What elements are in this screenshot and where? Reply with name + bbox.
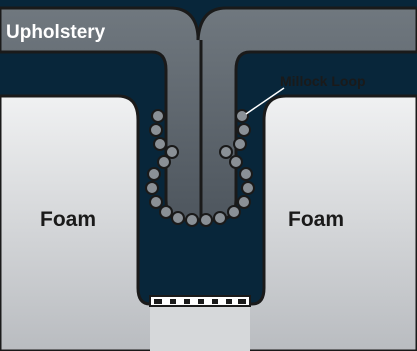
millock-loop-label: Millock Loop [280,73,366,89]
bead [172,212,184,224]
fastener-strip [150,296,250,306]
foam-right-label: Foam [288,208,344,231]
bead [236,110,248,122]
bead [200,214,212,226]
bead [152,110,164,122]
bead [234,138,246,150]
channel-floor [150,304,250,351]
bead [220,146,232,158]
bead [238,124,250,136]
bead [154,138,166,150]
bead [228,206,240,218]
bead [150,196,162,208]
bead [242,182,254,194]
bead [160,206,172,218]
foam-left-label: Foam [40,208,96,231]
bead [238,196,250,208]
bead [230,156,242,168]
bead [148,168,160,180]
bead [214,212,226,224]
bead [186,214,198,226]
bead [158,156,170,168]
bead [150,124,162,136]
upholstery-label: Upholstery [6,22,106,43]
bead [240,168,252,180]
bead [146,182,158,194]
